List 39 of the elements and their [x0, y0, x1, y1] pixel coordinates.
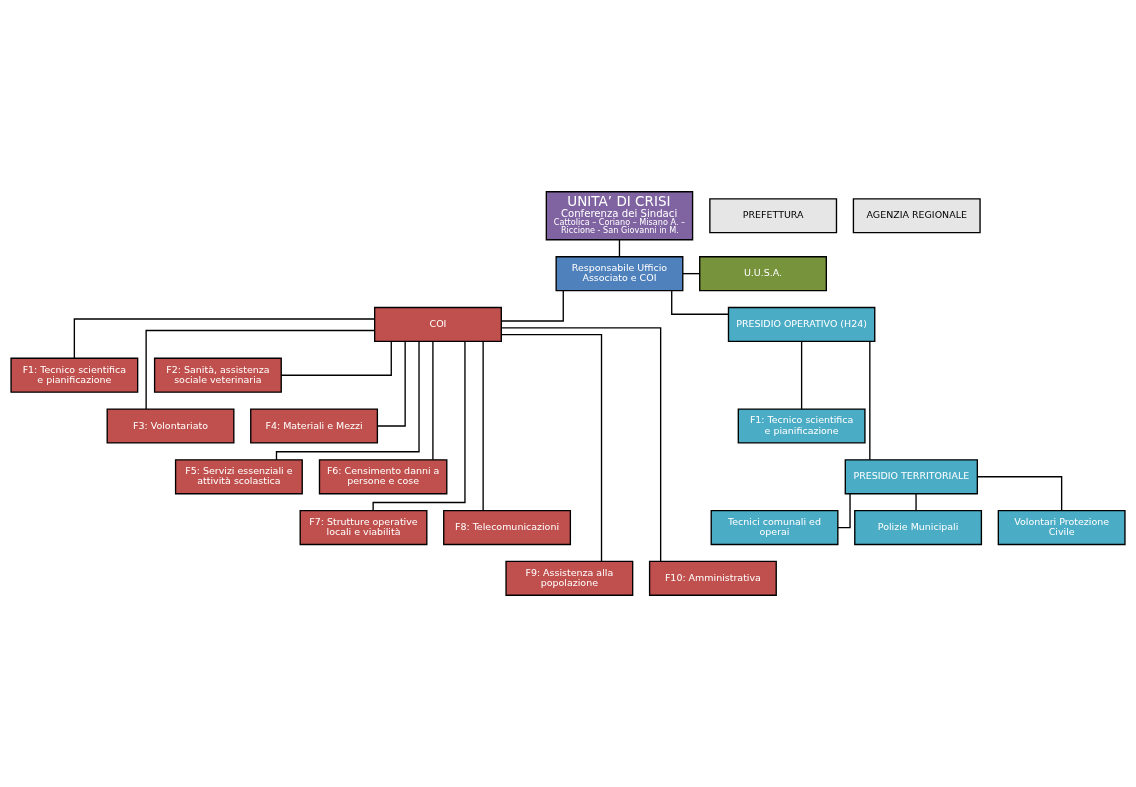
node-box: F9: Assistenza alla popolazione: [505, 560, 634, 596]
node-box: F1: Tecnico scientifica e pianificazione: [737, 408, 866, 444]
connector: [915, 493, 917, 512]
node-box: F2: Sanità, assistenza sociale veterinaria: [153, 357, 282, 393]
connector: [869, 340, 871, 461]
connector: [837, 493, 851, 529]
connector: [500, 290, 564, 322]
connector: [482, 340, 484, 512]
node-box: UNITA’ DI CRISI Conferenza dei Sindaci Cattolica – Coriano – Misano A. – Riccione - San Giovanni in M.: [545, 191, 694, 241]
node-box: AGENZIA REGIONALE: [852, 198, 981, 234]
connector: [671, 289, 729, 315]
node-box: F10: Amministrativa: [648, 560, 777, 596]
connector: [976, 476, 1063, 512]
node-box: PREFETTURA: [709, 198, 838, 234]
connector: [800, 340, 803, 410]
connector: [432, 340, 434, 461]
node-box: Tecnici comunali ed operai: [710, 509, 839, 546]
node-box: F6: Censimento danni a persone e cose: [318, 459, 448, 495]
node-box: F7: Strutture operative locali e viabilità: [299, 509, 428, 546]
connector: [376, 340, 406, 427]
node-box: F5: Servizi essenziali e attività scolastica: [174, 459, 303, 495]
node-box: PRESIDIO OPERATIVO (H24): [727, 306, 876, 343]
connector: [280, 340, 392, 376]
node-box: COI: [374, 306, 502, 343]
node-box: U.U.S.A.: [699, 256, 827, 292]
node-box: F3: Volontariato: [106, 408, 235, 444]
connector: [372, 340, 466, 512]
connector: [500, 327, 662, 562]
node-box: F8: Telecomunicazioni: [443, 509, 572, 546]
node-box: F1: Tecnico scientifica e pianificazione: [10, 357, 139, 393]
connector: [275, 340, 420, 461]
node-box: PRESIDIO TERRITORIALE: [844, 459, 978, 495]
node-box: F4: Materiali e Mezzi: [250, 408, 379, 444]
connector: [73, 318, 376, 359]
connector: [500, 333, 603, 563]
node-box: Volontari Protezione Civile: [997, 509, 1126, 546]
connector: [145, 329, 376, 410]
node-box: Responsabile Ufficio Associato e COI: [555, 256, 684, 292]
node-box: Polizie Municipali: [854, 509, 983, 546]
